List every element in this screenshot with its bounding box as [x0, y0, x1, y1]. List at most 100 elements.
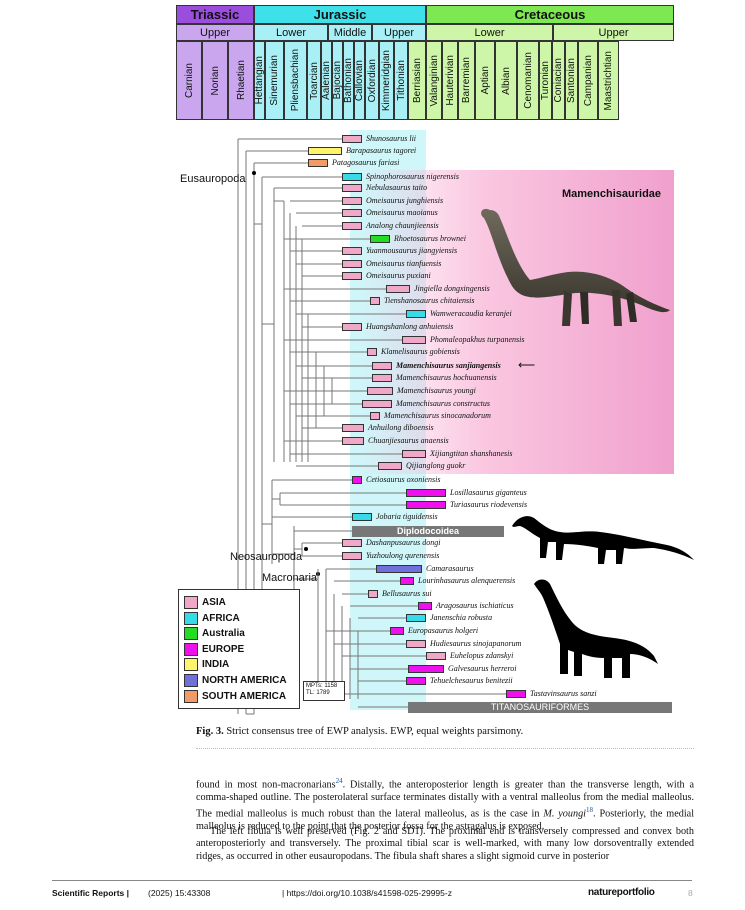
citation-24[interactable]: 24 [335, 777, 343, 785]
stage-norian: Norian [202, 41, 228, 120]
range-bar [386, 285, 410, 293]
range-bar [370, 297, 380, 305]
range-bar [342, 272, 362, 280]
taxon-label: Losillasaurus giganteus [450, 488, 527, 497]
diplodocoid-silhouette [512, 516, 694, 564]
range-bar [408, 665, 444, 673]
macronaria-silhouette [534, 579, 658, 678]
taxon-label: Europasaurus holgeri [408, 626, 479, 635]
range-bar [342, 173, 362, 181]
diplodocoidea-bar: Diplodocoidea [352, 526, 504, 537]
taxon-label: Analong chaunjieensis [366, 221, 439, 230]
range-bar [372, 374, 392, 382]
range-bar [342, 184, 362, 192]
taxon-label: Turiasaurus riodevensis [450, 500, 528, 509]
taxon-label: Rhoetosaurus brownei [394, 234, 466, 243]
clade-node [252, 171, 256, 175]
publisher-logo: natureportfolio [588, 887, 655, 898]
clade-mamenchisauridae: Mamenchisauridae [562, 188, 662, 200]
mpts-count: MPTs: 1158 [306, 683, 338, 689]
range-bar [362, 400, 392, 408]
legend-label: NORTH AMERICA [202, 675, 287, 686]
taxon-label: Patagosaurus fariasi [332, 158, 400, 167]
epoch-triassic-upper: Upper [176, 24, 254, 41]
clade-node [304, 547, 308, 551]
doi-link[interactable]: | https://doi.org/10.1038/s41598-025-299… [282, 888, 452, 898]
range-bar [342, 247, 362, 255]
range-bar [406, 501, 446, 509]
body-paragraph-2: The left fibula is well preserved (Fig. … [196, 826, 694, 862]
legend-label: AFRICA [202, 612, 240, 624]
epoch-cretaceous-upper: Upper [553, 24, 674, 41]
taxon-label: Qijianglong guokr [406, 461, 466, 470]
clade-eusauropoda: Eusauropoda [180, 173, 246, 185]
period-triassic: Triassic [176, 5, 254, 24]
range-bar [342, 135, 362, 143]
taxon-label: Dashanpusaurus dongi [366, 538, 441, 547]
legend-label: ASIA [202, 597, 226, 608]
legend-item: EUROPE [184, 642, 245, 656]
taxon-label: Mamenchisaurus sanjiangensis [396, 361, 501, 370]
taxon-label: Jobaria tiguidensis [376, 512, 438, 521]
taxon-label: Shunosaurus lii [366, 134, 417, 143]
stage-berriasian: Berriasian [408, 41, 426, 120]
range-bar [370, 235, 390, 243]
legend-swatch [184, 689, 198, 703]
taxon-label: Wamweracaudia keranjei [430, 309, 512, 318]
range-bar [418, 602, 432, 610]
range-bar [342, 222, 362, 230]
body-paragraph-1: found in most non-macronarians24. Distal… [196, 777, 695, 832]
legend-label: SOUTH AMERICA [202, 690, 287, 702]
stage-bathonian: Bathonian [343, 41, 354, 120]
range-bar [402, 450, 426, 458]
taxon-label: Phomaleopakhus turpanensis [430, 335, 525, 344]
taxon-label: Cetiosaurus oxoniensis [366, 475, 441, 484]
range-bar [378, 462, 402, 470]
epoch-jurassic-middle: Middle [328, 24, 372, 41]
stage-maastrichtian: Maastrichtian [598, 41, 619, 120]
taxon-label: Lourinhasaurus alenquerensis [418, 576, 516, 585]
stage-valanginian: Valanginian [426, 41, 442, 120]
legend-item: Australia [184, 627, 245, 641]
caption-text: Strict consensus tree of EWP analysis. E… [226, 726, 524, 737]
taxon-label: Mamenchisaurus hochuanensis [396, 373, 497, 382]
cladogram [237, 138, 506, 715]
range-bar [506, 690, 526, 698]
legend-swatch [184, 627, 198, 641]
legend-label: EUROPE [202, 643, 245, 655]
period-jurassic: Jurassic [254, 5, 426, 24]
legend-swatch [184, 596, 198, 609]
journal-volume: (2025) 15:43308 [148, 888, 211, 898]
taxon-label: Tehuelchesaurus benitezii [430, 676, 513, 685]
caption-divider [196, 748, 694, 749]
taxon-label: Hudiesaurus sinojapanorum [430, 639, 522, 648]
footer: Scientific Reports | (2025) 15:43308 | h… [52, 887, 700, 902]
legend-item: SOUTH AMERICA [184, 689, 287, 703]
range-bar [342, 539, 362, 547]
stage-carnian: Carnian [176, 41, 202, 120]
taxon-label: Omeisaurus maoianus [366, 208, 438, 217]
range-bar [406, 640, 426, 648]
range-bar [370, 412, 380, 420]
legend-label: INDIA [202, 659, 230, 671]
stage-bajocian: Bajocian [332, 41, 343, 120]
range-bar [367, 348, 377, 356]
titanosauriformes-bar: TITANOSAURIFORMES [408, 702, 672, 713]
footer-rule [52, 880, 692, 881]
stage-coniacian: Coniacian [552, 41, 565, 120]
citation-18[interactable]: 18 [586, 806, 594, 815]
stage-aalenian: Aalenian [321, 41, 332, 120]
clade-macronaria: Macronaria [262, 572, 318, 584]
range-bar [402, 336, 426, 344]
range-bar [342, 197, 362, 205]
range-bar [426, 652, 446, 660]
range-bar [308, 147, 342, 155]
taxon-label: Mamenchisaurus sinocanadorum [384, 411, 491, 420]
legend-swatch [184, 658, 198, 672]
taxon-label: Spinophorosaurus nigerensis [366, 172, 459, 181]
taxon-label: Yuanmousaurus jiangyiensis [366, 246, 458, 255]
legend-item: ASIA [184, 596, 226, 609]
legend-item: AFRICA [184, 611, 240, 625]
